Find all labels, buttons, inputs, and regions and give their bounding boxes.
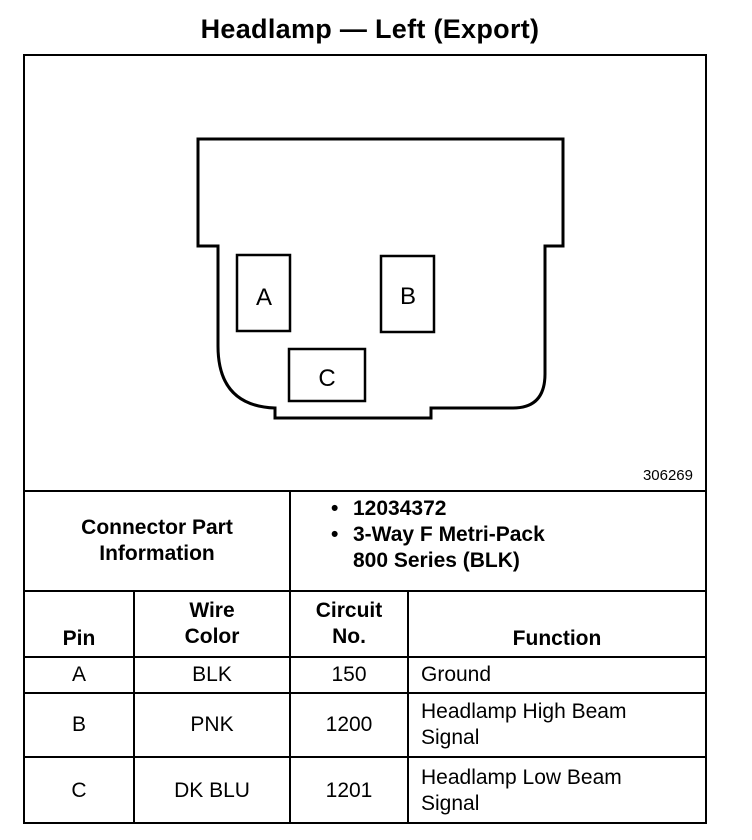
row-b-circuit: 1200 [325, 713, 373, 736]
part-description-line1: 3-Way F Metri-Pack [353, 523, 545, 546]
part-number: 12034372 [329, 496, 705, 522]
divider [25, 692, 705, 694]
pin-cavity-b: B [379, 254, 436, 334]
pinout-table: Connector Part Information 12034372 3-Wa… [25, 490, 705, 824]
row-a-function: Ground [409, 658, 705, 692]
pin-cavity-a: A [235, 253, 292, 333]
row-c-function-line1: Headlamp Low Beam [421, 766, 622, 789]
divider [25, 590, 705, 592]
part-description-line2: 800 Series (BLK) [353, 549, 520, 572]
row-b-pin: B [71, 713, 86, 736]
row-b-wire-color: PNK [190, 713, 234, 736]
divider [289, 492, 291, 592]
header-function: Function [512, 627, 602, 650]
row-b-function-line2: Signal [421, 726, 480, 749]
page-title: Headlamp — Left (Export) [200, 14, 540, 44]
divider [407, 592, 409, 824]
row-a-circuit: 150 [331, 663, 367, 686]
row-a-wire-color: BLK [192, 663, 232, 686]
header-wire-color-line1: Wire [189, 599, 235, 622]
pin-cavity-b-label: B [400, 283, 416, 310]
row-a-function-line1: Ground [421, 663, 492, 686]
part-info-label: Connector Part Information [25, 492, 289, 590]
row-c-wire-color: DK BLU [174, 779, 250, 802]
connector-card: A B C 306269 Connector Part Information … [23, 54, 707, 824]
part-description: 3-Way F Metri-Pack 800 Series (BLK) [329, 522, 705, 574]
part-info-label-line2: Information [99, 542, 215, 565]
row-c-pin: C [71, 779, 87, 802]
divider [133, 592, 135, 824]
connector-housing-outline [196, 137, 565, 420]
row-c-function-line2: Signal [421, 792, 480, 815]
figure-id: 306269 [642, 467, 693, 484]
header-pin: Pin [62, 627, 96, 650]
header-wire-color-line2: Color [184, 625, 240, 648]
divider [25, 656, 705, 658]
divider [25, 756, 705, 758]
divider [289, 592, 291, 824]
connector-face-diagram: A B C [196, 137, 565, 420]
part-info-label-line1: Connector Part [81, 516, 233, 539]
pin-cavity-c: C [287, 347, 367, 403]
header-circuit-line1: Circuit [315, 599, 383, 622]
pin-cavity-a-label: A [256, 284, 272, 311]
row-a-pin: A [71, 663, 86, 686]
row-c-circuit: 1201 [325, 779, 373, 802]
header-circuit-line2: No. [332, 625, 366, 648]
pin-cavity-c-label: C [318, 365, 335, 392]
row-b-function-line1: Headlamp High Beam [421, 700, 627, 723]
part-info-values: 12034372 3-Way F Metri-Pack 800 Series (B… [291, 496, 705, 590]
